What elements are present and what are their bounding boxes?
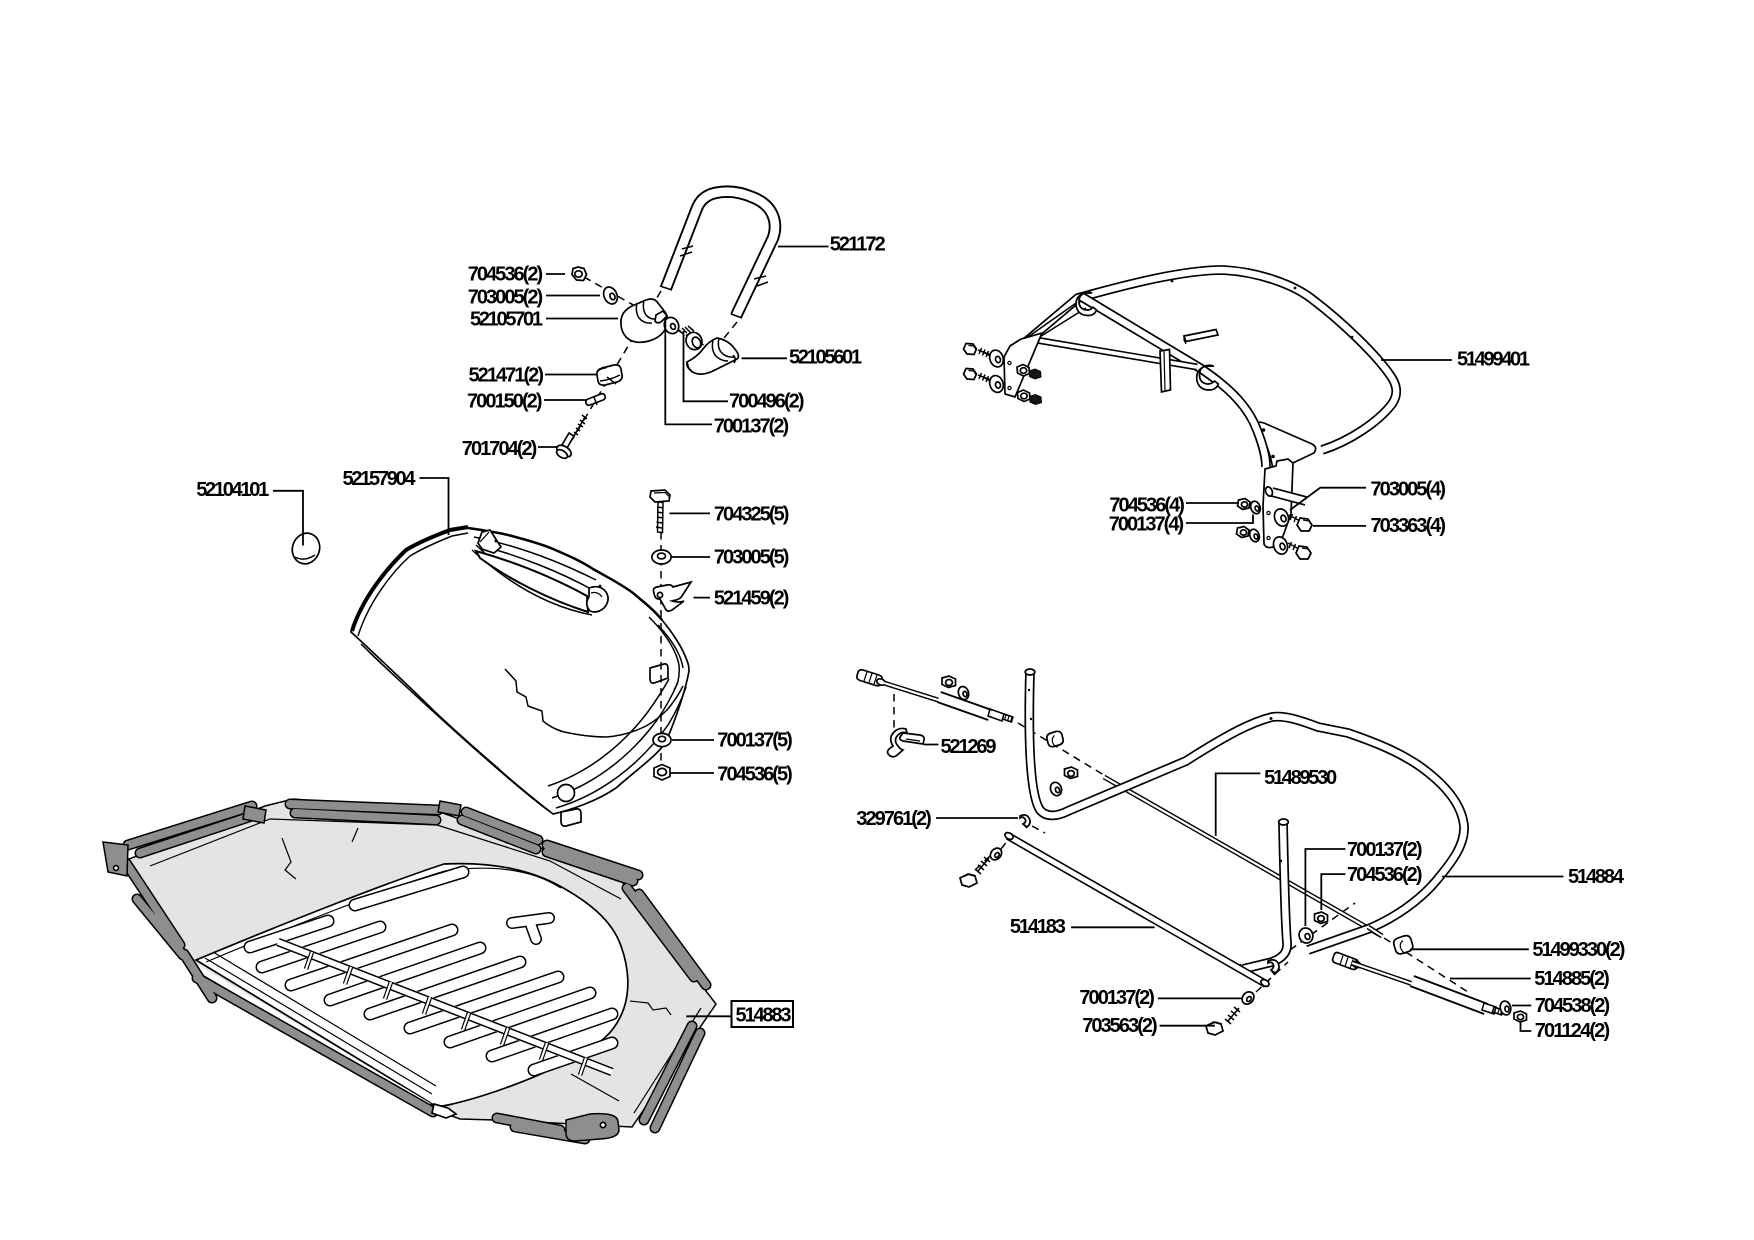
svg-text:51499401: 51499401 bbox=[1457, 349, 1530, 371]
svg-text:701704(2): 701704(2) bbox=[462, 438, 538, 460]
svg-text:700496(2): 700496(2) bbox=[729, 391, 805, 413]
svg-text:52104101: 52104101 bbox=[196, 479, 269, 501]
svg-text:703363(4): 703363(4) bbox=[1371, 515, 1447, 537]
svg-text:514884: 514884 bbox=[1568, 866, 1625, 888]
svg-text:703005(4): 703005(4) bbox=[1371, 479, 1447, 501]
svg-text:700137(5): 700137(5) bbox=[717, 730, 793, 752]
svg-text:52105601: 52105601 bbox=[789, 347, 862, 369]
svg-text:521269: 521269 bbox=[941, 736, 997, 758]
svg-text:704536(2): 704536(2) bbox=[468, 264, 544, 286]
svg-text:514183: 514183 bbox=[1010, 916, 1066, 938]
svg-text:703563(2): 703563(2) bbox=[1082, 1015, 1158, 1037]
svg-text:51489530: 51489530 bbox=[1264, 767, 1337, 789]
svg-text:51499330(2): 51499330(2) bbox=[1532, 939, 1625, 961]
svg-text:52157904: 52157904 bbox=[343, 468, 417, 490]
svg-text:704536(4): 704536(4) bbox=[1109, 495, 1185, 517]
svg-text:700137(2): 700137(2) bbox=[1079, 987, 1155, 1009]
svg-text:700137(2): 700137(2) bbox=[1347, 839, 1423, 861]
svg-text:703005(5): 703005(5) bbox=[714, 547, 790, 569]
svg-text:700137(2): 700137(2) bbox=[714, 416, 790, 438]
svg-text:514883: 514883 bbox=[736, 1005, 792, 1027]
svg-text:704325(5): 704325(5) bbox=[714, 504, 790, 526]
svg-text:704536(5): 704536(5) bbox=[717, 764, 793, 786]
svg-text:521459(2): 521459(2) bbox=[714, 588, 790, 610]
svg-text:703005(2): 703005(2) bbox=[468, 287, 544, 309]
svg-text:52105701: 52105701 bbox=[470, 309, 543, 331]
svg-text:514885(2): 514885(2) bbox=[1534, 968, 1610, 990]
svg-text:521471(2): 521471(2) bbox=[469, 365, 545, 387]
svg-text:704536(2): 704536(2) bbox=[1347, 864, 1423, 886]
svg-text:701124(2): 701124(2) bbox=[1535, 1020, 1611, 1042]
svg-text:704538(2): 704538(2) bbox=[1535, 995, 1611, 1017]
svg-text:521172: 521172 bbox=[830, 234, 886, 256]
svg-text:700150(2): 700150(2) bbox=[467, 391, 543, 413]
svg-text:700137(4): 700137(4) bbox=[1109, 514, 1185, 536]
svg-text:329761(2): 329761(2) bbox=[856, 808, 932, 830]
